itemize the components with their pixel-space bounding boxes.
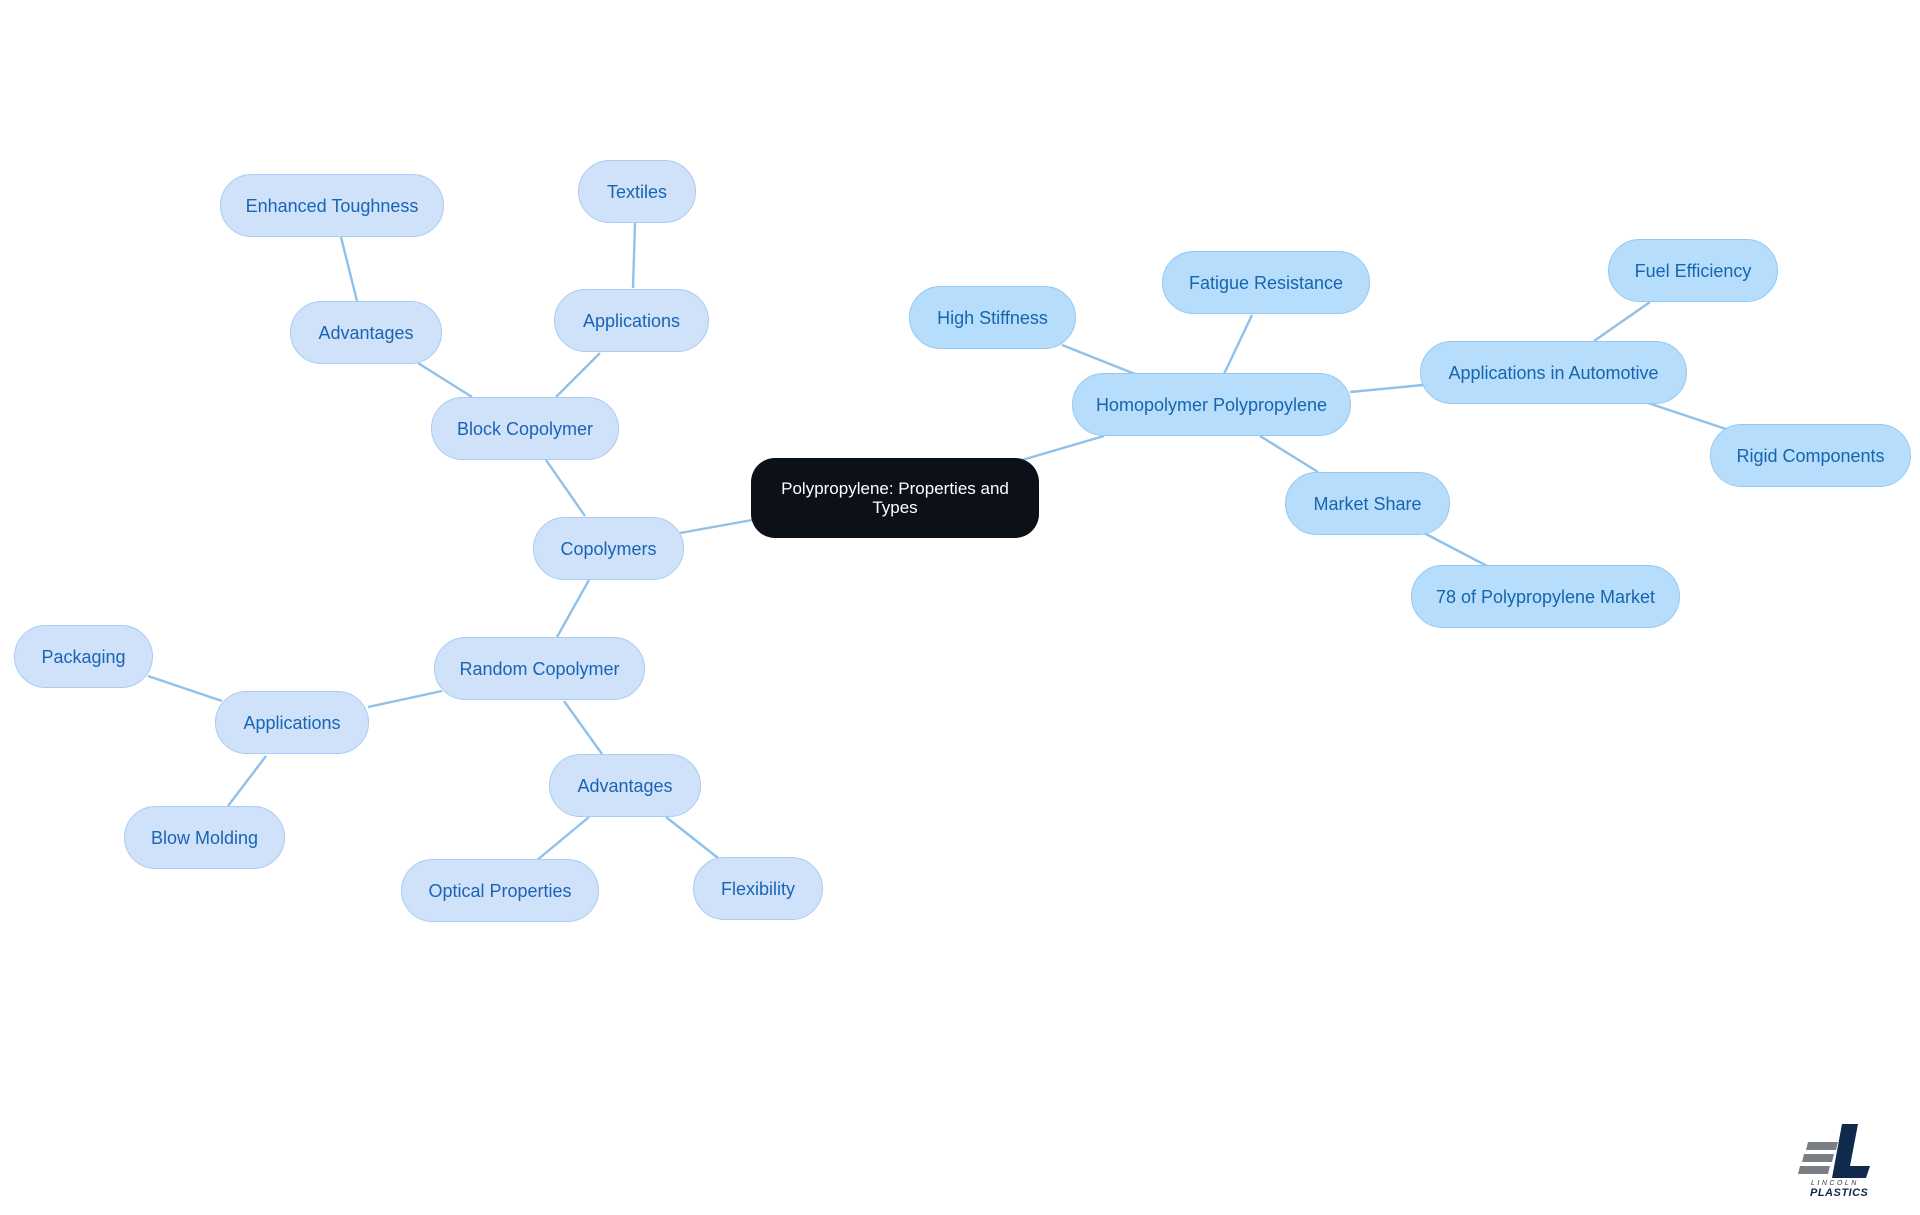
edge-block-advantages [417,361,473,399]
block-applications-label: Applications [582,310,681,331]
packaging-label: Packaging [41,646,126,667]
edge-homopolymer-automotive [1349,383,1424,394]
automotive-label: Applications in Automotive [1448,362,1659,383]
logo-line2: PLASTICS [1810,1187,1869,1199]
blow-molding-label: Blow Molding [150,827,259,848]
block-copolymer-node[interactable]: Block Copolymer [431,397,619,460]
edge-block-applications [555,352,601,398]
market-share-node[interactable]: Market Share [1285,472,1450,535]
edge-advantages-flexibility [665,816,719,859]
market-share-value-label: 78 of Polypropylene Market [1435,586,1656,607]
random-applications-label: Applications [243,712,341,733]
logo-line1: LINCOLN [1811,1180,1859,1187]
edge-advantages-enhanced [339,236,359,302]
edge-market-value [1423,531,1488,568]
homopolymer-label: Homopolymer Polypropylene [1095,394,1328,415]
edge-homopolymer-fatigue [1222,314,1254,375]
copolymers-label: Copolymers [560,538,657,559]
random-copolymer-node[interactable]: Random Copolymer [434,637,645,700]
enhanced-toughness-node[interactable]: Enhanced Toughness [220,174,444,237]
blow-molding-node[interactable]: Blow Molding [124,806,285,869]
packaging-node[interactable]: Packaging [14,625,153,688]
random-applications-node[interactable]: Applications [215,691,369,754]
random-advantages-label: Advantages [577,775,673,796]
edge-applications-textiles [631,222,637,289]
edge-random-applications [367,689,443,709]
homopolymer-node[interactable]: Homopolymer Polypropylene [1072,373,1351,436]
rigid-components-node[interactable]: Rigid Components [1710,424,1911,487]
block-advantages-label: Advantages [318,322,414,343]
random-copolymer-label: Random Copolymer [459,658,620,679]
optical-properties-node[interactable]: Optical Properties [401,859,599,922]
block-copolymer-label: Block Copolymer [456,418,594,439]
edge-applications-blowmolding [227,755,267,807]
automotive-node[interactable]: Applications in Automotive [1420,341,1687,404]
edge-automotive-fuel [1593,301,1651,342]
copolymers-node[interactable]: Copolymers [533,517,684,580]
market-share-label: Market Share [1313,493,1422,514]
root-node[interactable]: Polypropylene: Properties and Types [751,458,1039,538]
edge-root-copolymers [679,518,753,535]
edge-applications-packaging [147,674,223,703]
rigid-components-label: Rigid Components [1736,445,1885,466]
lincoln-plastics-logo: LINCOLN PLASTICS [1798,1120,1876,1200]
fatigue-resistance-node[interactable]: Fatigue Resistance [1162,251,1370,314]
edge-automotive-rigid [1647,401,1727,431]
flexibility-node[interactable]: Flexibility [693,857,823,920]
block-advantages-node[interactable]: Advantages [290,301,442,364]
fuel-efficiency-label: Fuel Efficiency [1634,260,1752,281]
optical-properties-label: Optical Properties [428,880,572,901]
edge-homopolymer-market [1259,434,1319,474]
edge-copolymers-block [545,459,586,517]
edge-copolymers-random [555,579,591,638]
edge-root-homopolymer [1021,434,1105,462]
fatigue-resistance-label: Fatigue Resistance [1188,272,1344,293]
high-stiffness-node[interactable]: High Stiffness [909,286,1076,349]
flexibility-label: Flexibility [720,878,795,899]
edge-random-advantages [563,700,603,755]
edge-advantages-optical [535,816,590,862]
block-applications-node[interactable]: Applications [554,289,709,352]
random-advantages-node[interactable]: Advantages [549,754,701,817]
logo-mark-icon [1798,1124,1870,1178]
edge-homopolymer-stiffness [1061,343,1136,376]
textiles-label: Textiles [606,181,668,202]
market-share-value-node[interactable]: 78 of Polypropylene Market [1411,565,1680,628]
root-label: Polypropylene: Properties and Types [781,479,1009,517]
fuel-efficiency-node[interactable]: Fuel Efficiency [1608,239,1778,302]
textiles-node[interactable]: Textiles [578,160,696,223]
high-stiffness-label: High Stiffness [937,307,1048,328]
enhanced-toughness-label: Enhanced Toughness [245,195,419,216]
